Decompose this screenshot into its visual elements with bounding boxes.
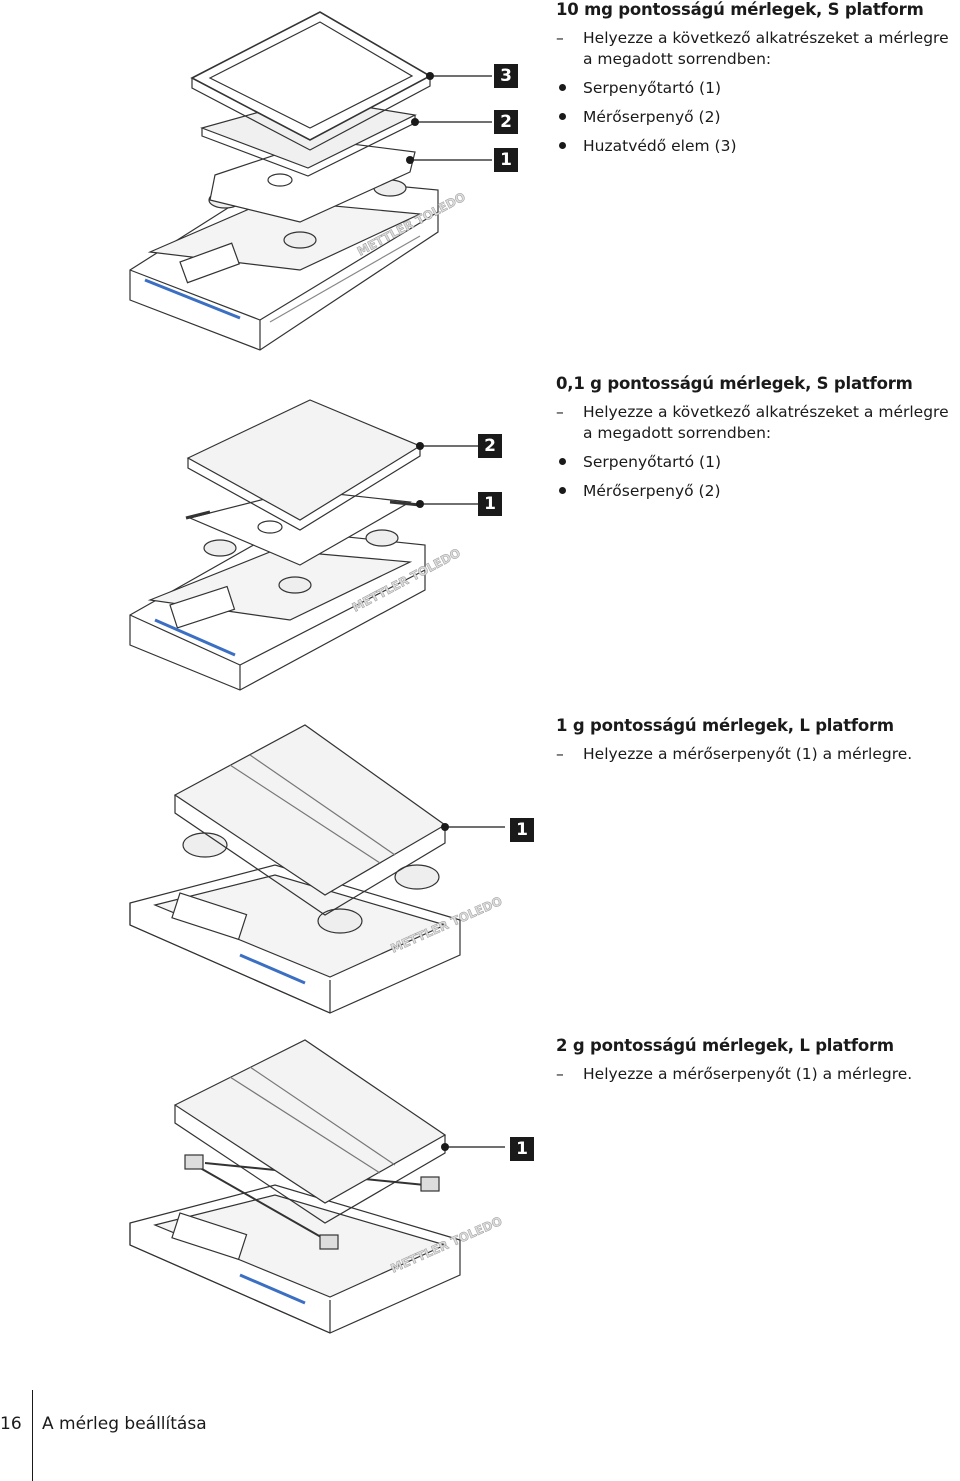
callout-1: 1 bbox=[494, 148, 518, 172]
instruction: Helyezze a következő alkatrészeket a mér… bbox=[556, 402, 956, 444]
callout-2: 2 bbox=[494, 110, 518, 134]
section-1g: 1 g pontosságú mérlegek, L platform Hely… bbox=[556, 716, 956, 765]
chapter-title: A mérleg beállítása bbox=[42, 1414, 207, 1434]
page-footer: 16 A mérleg beállítása bbox=[0, 1390, 960, 1481]
figure-balance-1g: METTLER TOLEDO bbox=[125, 715, 525, 1025]
section-title: 1 g pontosságú mérlegek, L platform bbox=[556, 716, 894, 735]
instruction: Helyezze a következő alkatrészeket a mér… bbox=[556, 28, 956, 70]
callout-3: 3 bbox=[494, 64, 518, 88]
list-item: Huzatvédő elem (3) bbox=[556, 136, 956, 157]
section-title: 2 g pontosságú mérlegek, L platform bbox=[556, 1036, 894, 1055]
list-item: Serpenyőtartó (1) bbox=[556, 452, 956, 473]
callout-1: 1 bbox=[510, 818, 534, 842]
figure-balance-0-1g: METTLER TOLEDO bbox=[120, 380, 520, 700]
section-2g: 2 g pontosságú mérlegek, L platform Hely… bbox=[556, 1036, 956, 1085]
figure-balance-2g: METTLER TOLEDO bbox=[125, 1035, 525, 1345]
callout-1: 1 bbox=[478, 492, 502, 516]
callout-2: 2 bbox=[478, 434, 502, 458]
page-number: 16 bbox=[0, 1414, 22, 1434]
figure-balance-10mg: METTLER TOLEDO bbox=[120, 0, 520, 360]
section-title: 0,1 g pontosságú mérlegek, S platform bbox=[556, 374, 913, 393]
instruction: Helyezze a mérőserpenyőt (1) a mérlegre. bbox=[556, 1064, 956, 1085]
section-title: 10 mg pontosságú mérlegek, S platform bbox=[556, 0, 924, 19]
list-item: Serpenyőtartó (1) bbox=[556, 78, 956, 99]
list-item: Mérőserpenyő (2) bbox=[556, 107, 956, 128]
instruction: Helyezze a mérőserpenyőt (1) a mérlegre. bbox=[556, 744, 956, 765]
section-10mg: 10 mg pontosságú mérlegek, S platform He… bbox=[556, 0, 956, 157]
footer-divider bbox=[32, 1390, 33, 1481]
section-0-1g: 0,1 g pontosságú mérlegek, S platform He… bbox=[556, 374, 956, 502]
callout-1: 1 bbox=[510, 1137, 534, 1161]
list-item: Mérőserpenyő (2) bbox=[556, 481, 956, 502]
